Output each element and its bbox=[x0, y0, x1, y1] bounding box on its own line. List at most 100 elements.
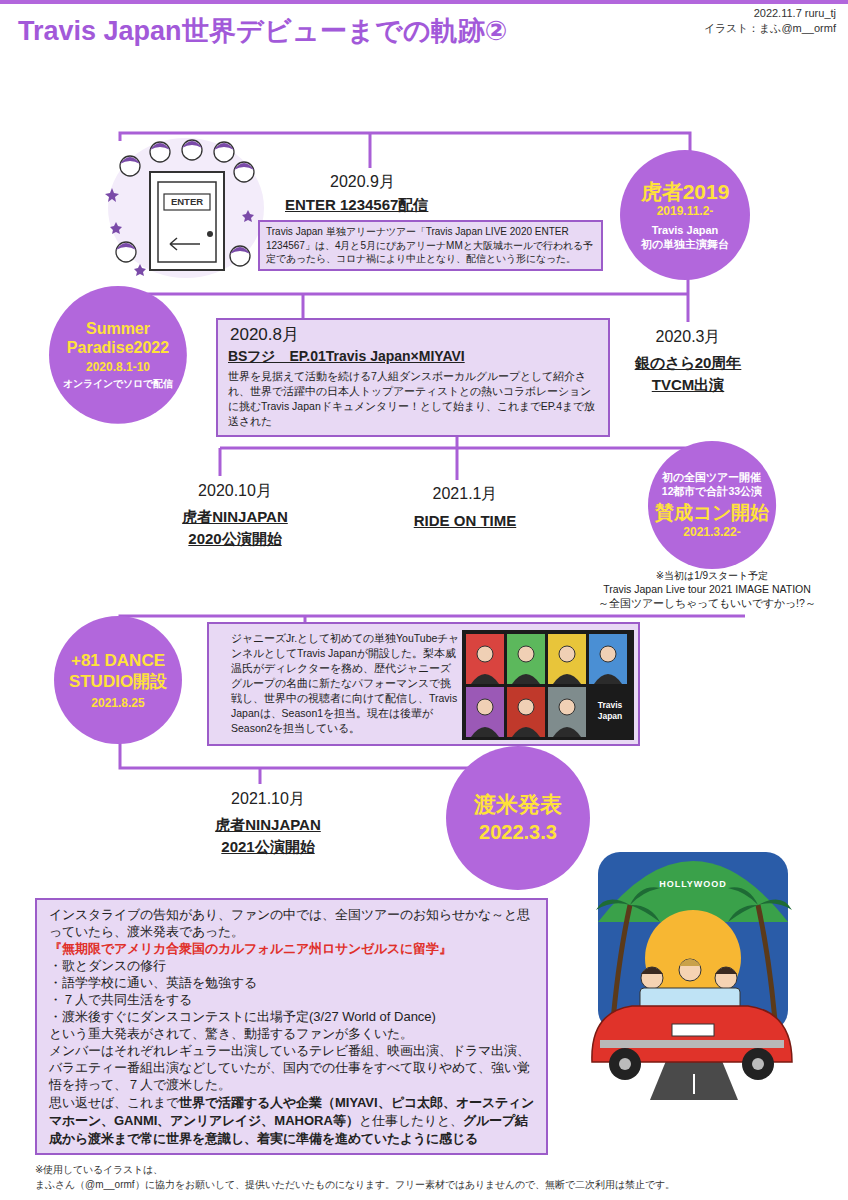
milestone-note: 初の全国ツアー開催 bbox=[650, 470, 774, 484]
event-box: 2020.9月ENTER 1234567配信Travis Japan 単独アリー… bbox=[258, 172, 603, 271]
milestone-date: 2019.11.2- bbox=[629, 204, 741, 219]
photo-grid bbox=[589, 634, 627, 684]
milestone-title: 賛成コン開始 bbox=[650, 501, 774, 525]
enter-illustration bbox=[120, 157, 140, 164]
summary-text: と仕事したりと、 bbox=[359, 1113, 463, 1128]
enter-illustration bbox=[108, 138, 264, 278]
car-illustration bbox=[592, 852, 792, 1100]
milestone-date: 2021.8.25 bbox=[58, 696, 178, 711]
enter-illustration bbox=[105, 188, 119, 202]
milestone-circle: Summer Paradise20222020.8.1-10オンラインでソロで配… bbox=[49, 286, 187, 424]
label-slot: RIDE ON TIME bbox=[385, 510, 545, 532]
label-slot: Travis Japan Live tour 2021 IMAGE NATION bbox=[572, 582, 842, 596]
car-illustration bbox=[728, 887, 792, 922]
photo-grid bbox=[594, 674, 622, 684]
photo-grid bbox=[559, 699, 575, 715]
label-slot: 2020.3月 bbox=[628, 326, 748, 348]
label-slot: Travis Japan bbox=[588, 700, 632, 722]
milestone-date: 2022.3.3 bbox=[453, 819, 583, 845]
car-illustration bbox=[596, 887, 660, 922]
photo-grid bbox=[553, 727, 581, 737]
photo-grid bbox=[477, 646, 616, 715]
text-group: 初の全国ツアー開催12都市で合計33公演賛成コン開始2021.3.22- bbox=[650, 470, 774, 540]
event-date: 2021.10月 bbox=[208, 788, 328, 810]
timeline-line bbox=[220, 447, 700, 450]
door-sign: ENTER bbox=[164, 195, 210, 209]
event-title: ENTER 1234567配信 bbox=[285, 195, 603, 215]
top-bar bbox=[0, 0, 848, 4]
circle-fill bbox=[54, 616, 182, 744]
enter-illustration bbox=[110, 222, 122, 234]
label-slot: HOLLYWOOD bbox=[643, 878, 743, 890]
milestone-circle: +81 DANCE STUDIO開設2021.8.25 bbox=[54, 616, 182, 744]
label-slot: 銀のさら20周年 TVCM出演 bbox=[623, 352, 753, 396]
photo-grid bbox=[477, 646, 493, 662]
page-title: Travis Japan世界デビューまでの軌跡② bbox=[18, 14, 507, 48]
enter-illustration bbox=[134, 264, 146, 276]
event-date: 2021.1月 bbox=[405, 483, 525, 505]
event-description: Travis Japan 単独アリーナツアー「Travis Japan LIVE… bbox=[258, 220, 603, 271]
photo-grid bbox=[507, 634, 545, 684]
summary-text: インスタライブの告知があり、ファンの中では、全国ツアーのお知らせかな～と思ってい… bbox=[49, 906, 534, 940]
photo-caption: Travis Japan bbox=[588, 700, 632, 722]
milestone-circle: 初の全国ツアー開催12都市で合計33公演賛成コン開始2021.3.22- bbox=[648, 441, 776, 569]
photo-grid bbox=[507, 687, 545, 737]
label-slot: 2021.10月 bbox=[208, 788, 328, 810]
timeline-line bbox=[259, 768, 262, 784]
car-riders bbox=[679, 959, 701, 981]
label-slot: 虎者NINJAPAN 2020公演開始 bbox=[170, 506, 300, 550]
enter-illustration bbox=[234, 163, 254, 170]
summary-box: インスタライブの告知があり、ファンの中では、全国ツアーのお知らせかな～と思ってい… bbox=[35, 898, 548, 1155]
bullet-item: ・渡米後すぐにダンスコンテストに出場予定(3/27 World of Dance… bbox=[49, 1008, 534, 1025]
photo-grid bbox=[466, 687, 504, 737]
text-group: 渡米発表2022.3.3 bbox=[453, 791, 583, 845]
timeline-line bbox=[120, 616, 745, 620]
circle-outline bbox=[446, 746, 590, 890]
enter-illustration bbox=[105, 138, 264, 278]
car-riders bbox=[641, 959, 737, 989]
event-title: 虎者NINJAPAN 2020公演開始 bbox=[170, 506, 300, 550]
event-date: 2020.8月 bbox=[230, 324, 598, 346]
milestone-note: 初の単独主演舞台 bbox=[629, 237, 741, 251]
photo-grid bbox=[512, 674, 540, 684]
label-slot: 2021.1月 bbox=[405, 483, 525, 505]
label-slot: ※当初は1/9スタート予定 bbox=[600, 569, 824, 582]
title-slot: Travis Japan世界デビューまでの軌跡② bbox=[18, 14, 507, 48]
enter-illustration bbox=[116, 141, 254, 254]
summary-text: 思い返せば、これまで bbox=[49, 1095, 179, 1110]
note: ※当初は1/9スタート予定 bbox=[600, 569, 824, 582]
car-riders bbox=[715, 967, 737, 989]
sign-text: HOLLYWOOD bbox=[643, 878, 743, 890]
event-title: RIDE ON TIME bbox=[385, 510, 545, 532]
enter-illustration bbox=[230, 246, 250, 266]
photo-grid bbox=[518, 646, 534, 662]
text-group: 2020.8月BSフジ EP.01Travis Japan×MIYAVI世界を見… bbox=[228, 324, 598, 429]
milestone-circle: 虎者20192019.11.2-Travis Japan初の単独主演舞台 bbox=[620, 150, 750, 280]
photo-grid bbox=[518, 699, 534, 715]
enter-illustration bbox=[182, 141, 202, 148]
label-slot: 2022.11.7 ruru_tj bbox=[580, 6, 836, 20]
photo-grid bbox=[471, 674, 499, 684]
enter-illustration bbox=[116, 140, 254, 266]
milestone-date: 2021.3.22- bbox=[650, 525, 774, 540]
car-illustration bbox=[742, 1048, 774, 1080]
text-group: ジャニーズJr.として初めての単独YouTubeチャンネルとしてTravis J… bbox=[231, 631, 460, 736]
milestone-title: 渡米発表 bbox=[453, 791, 583, 819]
timeline-line bbox=[120, 290, 688, 294]
text-group: 2020.9月ENTER 1234567配信Travis Japan 単独アリー… bbox=[258, 172, 603, 271]
bullet-item: ・歌とダンスの修行 bbox=[49, 957, 534, 974]
highlight-text: 『無期限でアメリカ合衆国のカルフォルニア州ロサンゼルスに留学』 bbox=[49, 940, 534, 957]
enter-illustration bbox=[214, 142, 234, 162]
label-slot: ～全国ツアーしちゃってもいいですかっ!?～ bbox=[572, 596, 842, 610]
label-slot: ※使用しているイラストは、 bbox=[35, 1163, 835, 1176]
event-title: BSフジ EP.01Travis Japan×MIYAVI bbox=[228, 346, 598, 366]
milestone-title: Summer Paradise2022 bbox=[56, 319, 180, 357]
photo-grid bbox=[512, 727, 540, 737]
enter-illustration bbox=[207, 231, 213, 237]
photo-grid bbox=[462, 630, 634, 740]
event-title: 虎者NINJAPAN 2021公演開始 bbox=[203, 814, 333, 858]
event-box: 2020.8月BSフジ EP.01Travis Japan×MIYAVI世界を見… bbox=[216, 318, 610, 437]
enter-illustration bbox=[120, 156, 140, 176]
milestone-circle: 渡米発表2022.3.3 bbox=[446, 746, 590, 890]
footnote: ※使用しているイラストは、 bbox=[35, 1163, 835, 1176]
